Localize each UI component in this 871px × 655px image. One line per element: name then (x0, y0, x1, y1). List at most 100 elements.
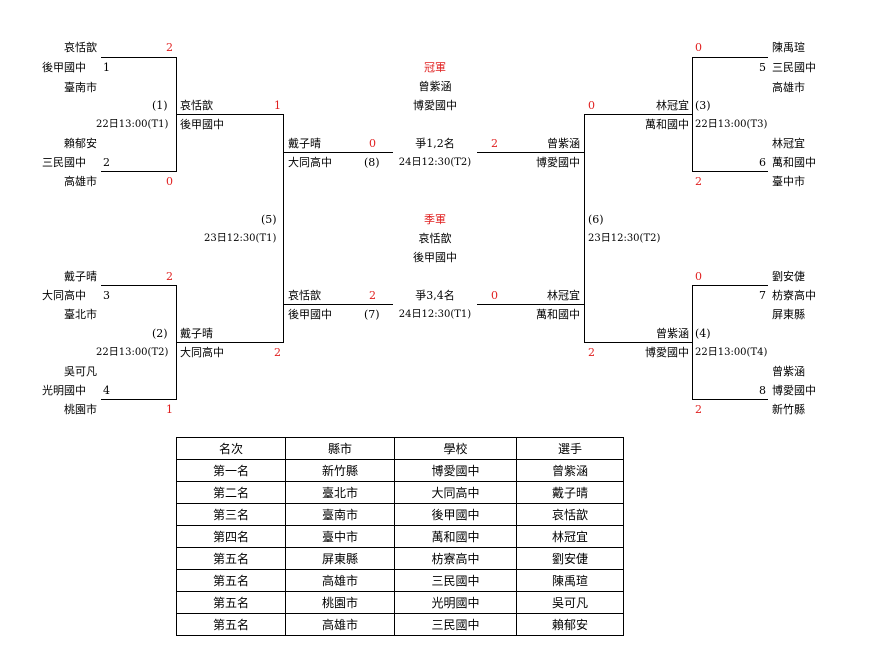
score: 0 (695, 270, 702, 283)
seed-number: 6 (759, 156, 766, 169)
match-time: 22日13:00(T4) (695, 347, 768, 358)
table-row: 第一名 新竹縣 博愛國中 曾紫涵 (176, 459, 624, 482)
match-label: (2) (152, 327, 168, 340)
player-cell: 曾紫涵 (516, 459, 624, 482)
ranking-header-row: 名次 縣市 學校 選手 (176, 437, 624, 460)
winner-school: 後甲國中 (180, 118, 224, 131)
player-city: 新竹縣 (772, 403, 805, 416)
player-city: 臺中市 (772, 175, 805, 188)
player-name: 哀恬歆 (64, 41, 97, 54)
champion-school: 博愛國中 (413, 99, 457, 112)
player-school: 萬和國中 (772, 156, 816, 169)
winner-school: 大同高中 (180, 346, 224, 359)
table-row: 第五名 桃園市 光明國中 吳可凡 (176, 591, 624, 614)
finalist-school: 萬和國中 (536, 308, 580, 321)
score: 1 (274, 99, 281, 112)
score: 2 (695, 175, 702, 188)
header-city: 縣市 (285, 437, 395, 460)
score: 2 (588, 346, 595, 359)
match-time: 22日13:00(T1) (96, 119, 169, 130)
player-school: 枋寮高中 (772, 289, 816, 302)
final-title: 爭1,2名 (415, 137, 455, 150)
winner-school: 萬和國中 (645, 118, 689, 131)
player-name: 曾紫涵 (772, 365, 805, 378)
player-school: 三民國中 (42, 156, 86, 169)
seed-number: 4 (103, 384, 110, 397)
rank-cell: 第二名 (176, 481, 286, 504)
match-time: 22日13:00(T2) (96, 347, 169, 358)
school-cell: 後甲國中 (394, 503, 517, 526)
match-label: (8) (364, 156, 380, 169)
score: 2 (695, 403, 702, 416)
score: 2 (274, 346, 281, 359)
city-cell: 臺南市 (285, 503, 395, 526)
rank-cell: 第五名 (176, 613, 286, 636)
score: 0 (588, 99, 595, 112)
player-name: 劉安倢 (772, 270, 805, 283)
player-cell: 戴子晴 (516, 481, 624, 504)
finalist-name: 哀恬歆 (288, 289, 321, 302)
player-city: 高雄市 (772, 81, 805, 94)
city-cell: 臺中市 (285, 525, 395, 548)
match-label: (3) (695, 99, 711, 112)
seed-number: 8 (759, 384, 766, 397)
rank-cell: 第三名 (176, 503, 286, 526)
third-heading: 季軍 (424, 213, 446, 226)
school-cell: 三民國中 (394, 569, 517, 592)
score: 0 (369, 137, 376, 150)
rank-cell: 第五名 (176, 547, 286, 570)
seed-number: 5 (759, 61, 766, 74)
school-cell: 枋寮高中 (394, 547, 517, 570)
champion-heading: 冠軍 (424, 61, 446, 74)
seed-number: 7 (759, 289, 766, 302)
score: 1 (166, 403, 173, 416)
rank-cell: 第一名 (176, 459, 286, 482)
player-cell: 哀恬歆 (516, 503, 624, 526)
school-cell: 萬和國中 (394, 525, 517, 548)
table-row: 第三名 臺南市 後甲國中 哀恬歆 (176, 503, 624, 526)
winner-name: 曾紫涵 (656, 327, 689, 340)
player-city: 臺北市 (64, 308, 97, 321)
city-cell: 高雄市 (285, 569, 395, 592)
table-row: 第四名 臺中市 萬和國中 林冠宜 (176, 525, 624, 548)
winner-school: 博愛國中 (645, 346, 689, 359)
finalist-name: 林冠宜 (547, 289, 580, 302)
table-row: 第二名 臺北市 大同高中 戴子晴 (176, 481, 624, 504)
winner-name: 林冠宜 (656, 99, 689, 112)
player-city: 高雄市 (64, 175, 97, 188)
ranking-table: 名次 縣市 學校 選手 第一名 新竹縣 博愛國中 曾紫涵 第二名 臺北市 大同高… (176, 437, 624, 636)
city-cell: 臺北市 (285, 481, 395, 504)
score: 2 (166, 41, 173, 54)
player-city: 臺南市 (64, 81, 97, 94)
city-cell: 屏東縣 (285, 547, 395, 570)
finalist-name: 曾紫涵 (547, 137, 580, 150)
score: 2 (491, 137, 498, 150)
player-cell: 吳可凡 (516, 591, 624, 614)
third-name: 哀恬歆 (418, 232, 452, 245)
table-row: 第五名 高雄市 三民國中 陳禹瑄 (176, 569, 624, 592)
finalist-school: 博愛國中 (536, 156, 580, 169)
player-cell: 賴郁安 (516, 613, 624, 636)
player-name: 吳可凡 (64, 365, 97, 378)
player-school: 三民國中 (772, 61, 816, 74)
finalist-school: 後甲國中 (288, 308, 332, 321)
finalist-name: 戴子晴 (288, 137, 321, 150)
third-time: 24日12:30(T1) (398, 309, 472, 320)
match-label: (7) (364, 308, 380, 321)
match-time: 23日12:30(T2) (588, 233, 661, 244)
school-cell: 大同高中 (394, 481, 517, 504)
header-player: 選手 (516, 437, 624, 460)
player-cell: 劉安倢 (516, 547, 624, 570)
third-title: 爭3,4名 (415, 289, 455, 302)
city-cell: 高雄市 (285, 613, 395, 636)
table-row: 第五名 高雄市 三民國中 賴郁安 (176, 613, 624, 636)
score: 0 (491, 289, 498, 302)
player-cell: 陳禹瑄 (516, 569, 624, 592)
winner-name: 哀恬歆 (180, 99, 213, 112)
score: 0 (166, 175, 173, 188)
school-cell: 光明國中 (394, 591, 517, 614)
match-time: 22日13:00(T3) (695, 119, 768, 130)
player-cell: 林冠宜 (516, 525, 624, 548)
seed-number: 3 (103, 289, 110, 302)
player-school: 光明國中 (42, 384, 86, 397)
